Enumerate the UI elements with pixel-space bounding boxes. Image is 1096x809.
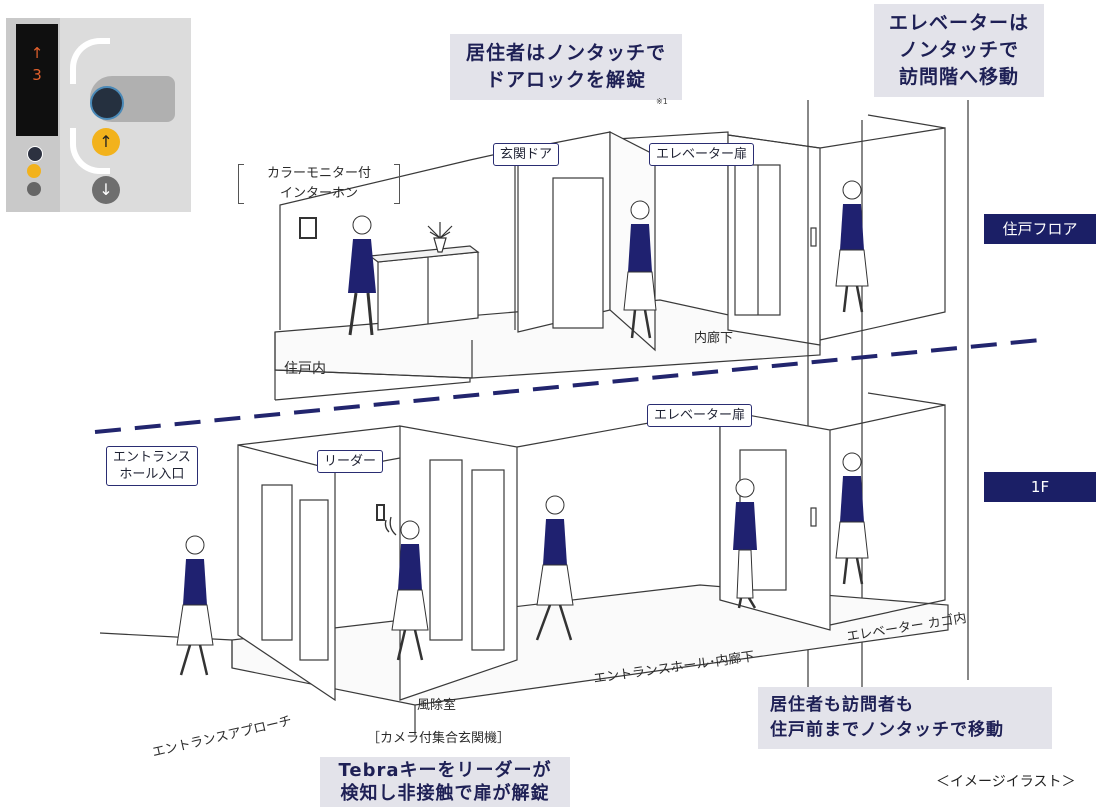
windbreak-room-label: 風除室 bbox=[417, 698, 457, 713]
person-icon bbox=[835, 180, 869, 313]
down-button-icon: ↓ bbox=[92, 176, 120, 204]
callout-line: 居住者も訪問者も bbox=[770, 695, 914, 715]
person-icon bbox=[176, 535, 214, 676]
callout-line: 検知し非接触で扉が解錠 bbox=[340, 783, 550, 804]
resident-unlock-callout: 居住者はノンタッチで ドアロックを解錠 bbox=[450, 34, 682, 100]
ground-floor-tag: 1F bbox=[984, 472, 1096, 502]
up-button-small-icon bbox=[27, 164, 41, 178]
person-figures bbox=[176, 180, 869, 676]
callout-line: エレベーターは bbox=[888, 12, 1029, 34]
entrance-unit-label: ［カメラ付集合玄関機］ bbox=[367, 731, 511, 746]
label-line: カラーモニター付 bbox=[266, 166, 371, 181]
image-caption: ＜イメージイラスト＞ bbox=[936, 774, 1076, 790]
label-line: インターホン bbox=[279, 186, 358, 201]
dwelling-interior-label: 住戸内 bbox=[284, 361, 326, 377]
reader-tag: リーダー bbox=[317, 450, 384, 473]
callout-line: ドアロックを解錠 bbox=[485, 69, 646, 91]
callout-line: 居住者はノンタッチで bbox=[465, 42, 666, 64]
tag-line: エントランス bbox=[113, 450, 191, 465]
upper-floor-tag: 住戸フロア bbox=[984, 214, 1096, 244]
person-icon bbox=[835, 452, 869, 585]
person-icon bbox=[391, 520, 429, 661]
entrance-door-tag: 玄関ドア bbox=[493, 143, 560, 166]
curved-arrow-down-icon bbox=[70, 128, 110, 174]
person-icon bbox=[733, 478, 757, 609]
plant-icon bbox=[427, 222, 453, 253]
entrance-hall-entry-tag: エントランス ホール入口 bbox=[106, 446, 198, 486]
inner-corridor-label: 内廊下 bbox=[694, 331, 734, 346]
upper-floor-structure bbox=[274, 100, 969, 705]
signal-waves-icon bbox=[384, 516, 397, 536]
intercom-label: カラーモニター付 インターホン bbox=[238, 164, 400, 204]
panel-display: ↑ 3 bbox=[16, 24, 58, 136]
down-button-small-icon bbox=[27, 182, 41, 196]
elevator-move-callout: エレベーターは ノンタッチで 訪問階へ移動 bbox=[874, 4, 1044, 97]
elevator-door-lower-tag: エレベーター扉 bbox=[647, 404, 753, 427]
footnote-mark: ※1 bbox=[656, 97, 668, 106]
callout-line: 訪問階へ移動 bbox=[898, 66, 1019, 88]
tebra-unlock-callout: Tebraキーをリーダーが 検知し非接触で扉が解錠 bbox=[320, 757, 570, 807]
floor-display-digit: 3 bbox=[32, 66, 42, 84]
ground-floor-structure bbox=[99, 392, 949, 735]
panel-closeup: ↑ ↓ bbox=[60, 18, 191, 212]
sensor-button-icon bbox=[90, 86, 124, 120]
callout-line: 住戸前までノンタッチで移動 bbox=[770, 720, 1004, 740]
elevator-door-upper-tag: エレベーター扉 bbox=[649, 143, 755, 166]
floor-display-arrow: ↑ bbox=[30, 44, 44, 62]
callout-line: Tebraキーをリーダーが bbox=[338, 760, 552, 781]
elevator-button-panel: ↑ 3 ↑ ↓ bbox=[6, 18, 191, 212]
nontouch-move-callout: 居住者も訪問者も 住戸前までノンタッチで移動 bbox=[758, 687, 1052, 749]
curved-arrow-up-icon bbox=[70, 38, 110, 84]
person-icon bbox=[535, 495, 574, 641]
person-icon bbox=[348, 215, 376, 336]
hands-free-icon bbox=[27, 146, 43, 162]
callout-line: ノンタッチで bbox=[898, 39, 1019, 61]
person-icon bbox=[623, 200, 657, 339]
tag-line: ホール入口 bbox=[119, 467, 185, 482]
